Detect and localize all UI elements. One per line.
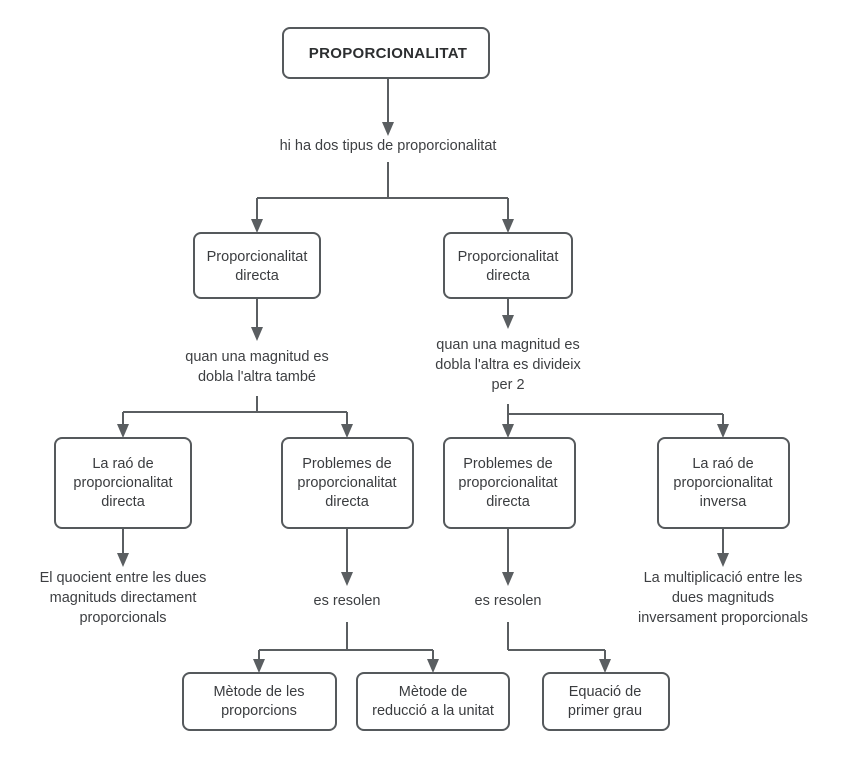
edge-label-es-resolen-left: es resolen [314, 593, 381, 609]
node-proporcionalitat-directa-right[interactable]: Proporcionalitat directa [443, 232, 573, 299]
node-metode-de-les-proporcions-line1: Mètode de les [213, 684, 304, 700]
node-la-rao-proporcionalitat-directa-line3: directa [101, 494, 145, 510]
edge-label-quan-una-magnitud-right-line2: dobla l'altra es divideix [435, 357, 581, 373]
node-la-rao-proporcionalitat-directa-line1: La raó de [92, 456, 153, 472]
node-problemes-proporcionalitat-directa-left-box[interactable] [281, 437, 414, 529]
node-proporcionalitat-directa-right-line1: Proporcionalitat [458, 249, 559, 265]
node-equacio-de-primer-grau-box[interactable] [542, 672, 670, 731]
edge-label-quan-una-magnitud-left-line1: quan una magnitud es [185, 349, 329, 365]
node-proporcionalitat-directa-left-line2: directa [235, 268, 279, 284]
edge-label-el-quocient-line2: magnituds directament [50, 590, 197, 606]
edge-label-la-multiplicacio-line1: La multiplicació entre les [644, 570, 803, 586]
edge-label-es-resolen-left-text: es resolen [314, 593, 381, 609]
node-problemes-proporcionalitat-directa-right-line3: directa [486, 494, 530, 510]
arrow-notec-m3 [599, 659, 611, 673]
node-la-rao-proporcionalitat-inversa-line2: proporcionalitat [673, 475, 772, 491]
edge-label-el-quocient-line1: El quocient entre les dues [40, 570, 207, 586]
node-proporcionalitat-box[interactable] [282, 27, 490, 79]
edge-label-es-resolen-right: es resolen [475, 593, 542, 609]
node-proporcionalitat-label: PROPORCIONALITAT [309, 45, 467, 62]
node-la-rao-proporcionalitat-inversa[interactable]: La raó de proporcionalitat inversa [657, 437, 790, 529]
node-la-rao-proporcionalitat-directa[interactable]: La raó de proporcionalitat directa [54, 437, 192, 529]
arrow-typeleft-to-desc [251, 327, 263, 341]
connector-notec-to-m3 [507, 622, 606, 662]
arrow-split-left [251, 219, 263, 233]
node-la-rao-proporcionalitat-directa-box[interactable] [54, 437, 192, 529]
connector-layer [117, 78, 729, 673]
node-proporcionalitat-directa-left-line1: Proporcionalitat [207, 249, 308, 265]
node-proporcionalitat-directa-right-box[interactable] [443, 232, 573, 299]
node-problemes-proporcionalitat-directa-left-line3: directa [325, 494, 369, 510]
node-metode-reduccio-a-la-unitat-box[interactable] [356, 672, 510, 731]
arrow-l3a-to-note [117, 553, 129, 567]
node-problemes-proporcionalitat-directa-right[interactable]: Problemes de proporcionalitat directa [443, 437, 576, 529]
node-problemes-proporcionalitat-directa-left-line1: Problemes de [302, 456, 391, 472]
arrow-split-right [502, 219, 514, 233]
edge-label-quan-una-magnitud-left: quan una magnitud es dobla l'altra també [185, 349, 329, 385]
node-proporcionalitat-directa-left-box[interactable] [193, 232, 321, 299]
arrow-descleft-a [117, 424, 129, 438]
node-equacio-de-primer-grau-line2: primer grau [568, 703, 642, 719]
arrow-l3d-to-note [717, 553, 729, 567]
arrow-l3b-to-note [341, 572, 353, 586]
node-la-rao-proporcionalitat-inversa-box[interactable] [657, 437, 790, 529]
node-metode-de-les-proporcions-line2: proporcions [221, 703, 297, 719]
edge-label-la-multiplicacio: La multiplicació entre les dues magnitud… [638, 570, 808, 626]
edge-label-quan-una-magnitud-right: quan una magnitud es dobla l'altra es di… [435, 337, 581, 393]
node-equacio-de-primer-grau[interactable]: Equació de primer grau [542, 672, 670, 731]
edge-label-es-resolen-right-text: es resolen [475, 593, 542, 609]
edge-label-la-multiplicacio-line3: inversament proporcionals [638, 610, 808, 626]
node-proporcionalitat-directa-right-line2: directa [486, 268, 530, 284]
connector-descleft-fork [122, 396, 348, 427]
node-problemes-proporcionalitat-directa-right-line2: proporcionalitat [458, 475, 557, 491]
node-problemes-proporcionalitat-directa-left-line2: proporcionalitat [297, 475, 396, 491]
edge-label-quan-una-magnitud-right-line3: per 2 [491, 377, 524, 393]
arrow-descleft-b [341, 424, 353, 438]
arrow-noteb-m2 [427, 659, 439, 673]
connector-split-fork [256, 162, 509, 222]
arrow-noteb-m1 [253, 659, 265, 673]
edge-label-la-multiplicacio-line2: dues magnituds [672, 590, 774, 606]
edge-label-quan-una-magnitud-left-line2: dobla l'altra també [198, 369, 316, 385]
node-la-rao-proporcionalitat-inversa-line1: La raó de [692, 456, 753, 472]
edge-label-hi-ha-dos-tipus: hi ha dos tipus de proporcionalitat [280, 138, 497, 154]
connector-descright-fork [507, 404, 724, 427]
node-metode-de-les-proporcions[interactable]: Mètode de les proporcions [182, 672, 337, 731]
node-la-rao-proporcionalitat-directa-line2: proporcionalitat [73, 475, 172, 491]
edge-label-quan-una-magnitud-right-line1: quan una magnitud es [436, 337, 580, 353]
node-metode-reduccio-a-la-unitat-line2: reducció a la unitat [372, 703, 494, 719]
node-proporcionalitat-directa-left[interactable]: Proporcionalitat directa [193, 232, 321, 299]
node-problemes-proporcionalitat-directa-right-line1: Problemes de [463, 456, 552, 472]
node-equacio-de-primer-grau-line1: Equació de [569, 684, 642, 700]
edge-label-hi-ha-dos-tipus-text: hi ha dos tipus de proporcionalitat [280, 138, 497, 154]
connector-noteb-fork [258, 622, 434, 662]
node-la-rao-proporcionalitat-inversa-line3: inversa [700, 494, 748, 510]
arrow-descright-d [717, 424, 729, 438]
arrow-typeright-to-desc [502, 315, 514, 329]
arrow-root-to-split [382, 122, 394, 136]
arrow-l3c-to-note [502, 572, 514, 586]
node-proporcionalitat[interactable]: PROPORCIONALITAT [282, 27, 490, 79]
node-metode-reduccio-a-la-unitat[interactable]: Mètode de reducció a la unitat [356, 672, 510, 731]
node-metode-reduccio-a-la-unitat-line1: Mètode de [399, 684, 468, 700]
node-problemes-proporcionalitat-directa-right-box[interactable] [443, 437, 576, 529]
node-metode-de-les-proporcions-box[interactable] [182, 672, 337, 731]
node-problemes-proporcionalitat-directa-left[interactable]: Problemes de proporcionalitat directa [281, 437, 414, 529]
edge-label-el-quocient-line3: proporcionals [79, 610, 166, 626]
arrow-descright-c [502, 424, 514, 438]
edge-label-el-quocient: El quocient entre les dues magnituds dir… [40, 570, 207, 626]
